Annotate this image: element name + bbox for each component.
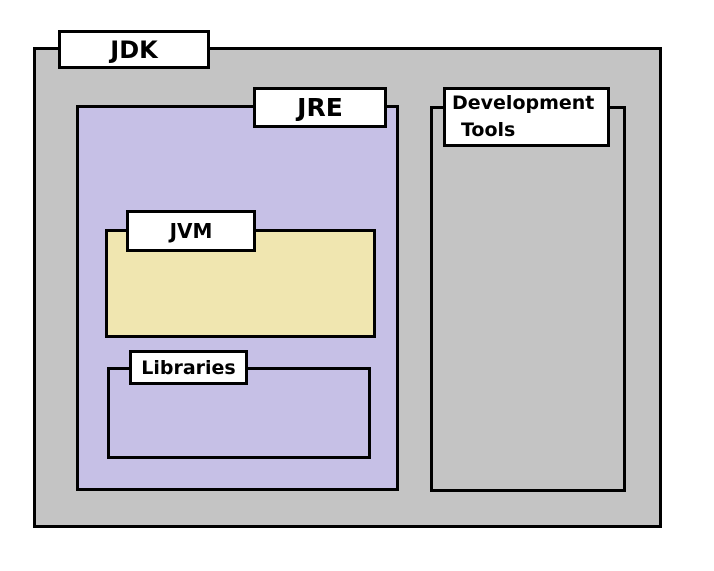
jvm-label: JVM [126,210,256,252]
jre-label: JRE [253,87,387,128]
jdk-label: JDK [58,30,210,69]
development-tools-label-line2: Tools [461,119,516,141]
development-tools-container [430,106,626,492]
development-tools-label: Development Tools [443,87,610,147]
development-tools-label-line1: Development [452,92,595,114]
libraries-label: Libraries [129,350,248,385]
